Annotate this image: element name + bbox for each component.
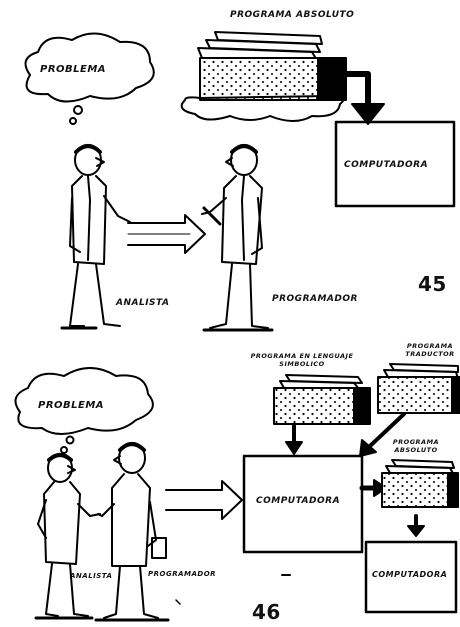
problem-cloud-45 [24,32,155,125]
source-program-deck-46 [273,374,371,425]
arrow-translator-to-computer-46 [359,412,406,457]
figure-number-45: 45 [418,272,447,296]
computer-box-45 [334,120,456,208]
absolute-program-label-46: PROGRAMA ABSOLUTO [392,438,440,454]
arrow-absolute-to-output-46 [407,514,425,537]
computer-label-46: COMPUTADORA [256,496,341,506]
transfer-arrow-45 [127,214,206,254]
programmer-figure-46 [94,442,170,622]
transfer-arrow-46 [165,480,243,520]
arrow-source-to-computer-46 [285,424,303,455]
analyst-figure-45 [60,144,131,330]
output-label-46: COMPUTADORA [372,570,448,579]
arrow-to-computer-45 [343,71,385,125]
analyst-label-45: ANALISTA [116,298,170,308]
translator-program-deck-46 [377,363,460,414]
arrow-computer-to-absolute-46 [359,479,387,497]
computer-label-45: COMPUTADORA [344,160,429,170]
computer-box-46 [242,454,364,554]
absolute-program-deck-46 [381,459,459,508]
programmer-figure-45 [201,144,274,332]
programmer-label-45: PROGRAMADOR [272,294,358,304]
problem-cloud-46 [14,367,154,454]
programmer-label-46: PROGRAMADOR [148,570,217,578]
program-deck-45 [180,31,347,122]
analyst-label-46: ANALISTA [70,572,113,580]
figure-number-46: 46 [252,600,281,624]
program-absolute-label-45: PROGRAMA ABSOLUTO [230,10,355,20]
translator-program-label-46: PROGRAMA TRADUCTOR [405,342,455,358]
problem-label-46: PROBLEMA [38,400,105,411]
source-program-label-46: PROGRAMA EN LENGUAJE SIMBOLICO [250,352,354,368]
problem-label-45: PROBLEMA [40,64,107,75]
output-box-46 [364,540,458,614]
analyst-figure-46 [34,453,101,620]
